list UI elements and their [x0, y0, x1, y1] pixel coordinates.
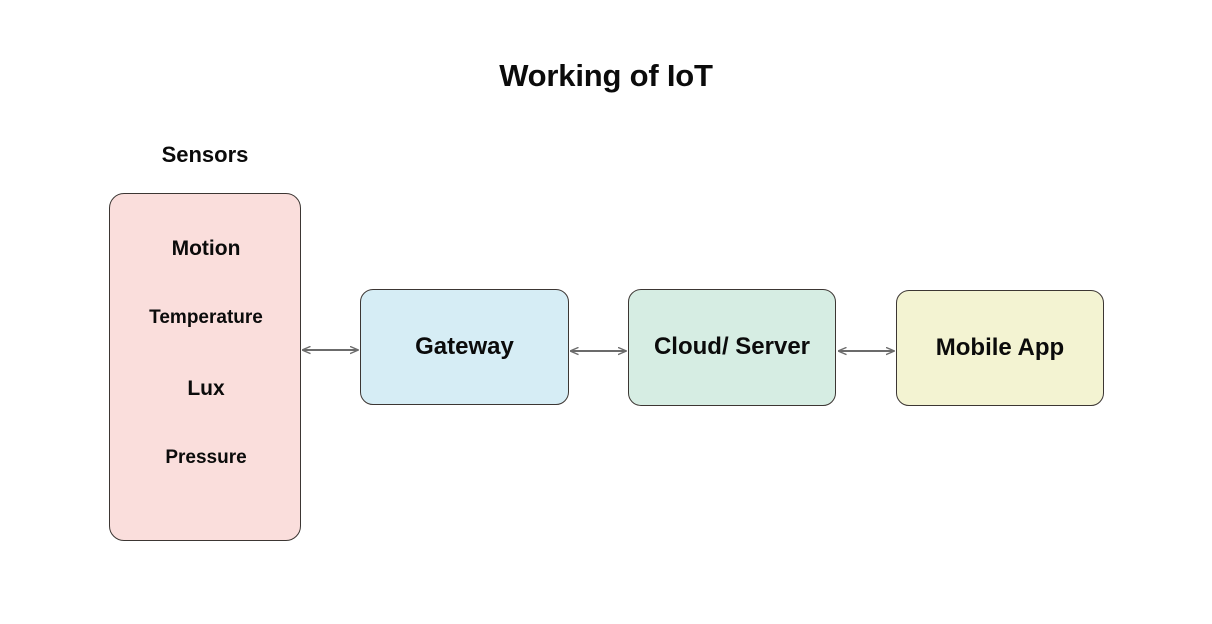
- cloud-server-node[interactable]: Cloud/ Server: [628, 289, 836, 406]
- sensor-item-motion: Motion: [171, 237, 241, 260]
- sensors-box[interactable]: Motion Temperature Lux Pressure: [109, 193, 301, 541]
- gateway-node[interactable]: Gateway: [360, 289, 569, 405]
- cloud-server-node-label: Cloud/ Server: [653, 333, 811, 361]
- mobile-app-node-label: Mobile App: [935, 333, 1065, 361]
- sensor-item-temperature: Temperature: [149, 307, 263, 328]
- mobile-app-node[interactable]: Mobile App: [896, 290, 1104, 406]
- gateway-node-label: Gateway: [415, 332, 514, 360]
- sensors-group-label: Sensors: [161, 142, 249, 167]
- page-title: Working of IoT: [499, 58, 713, 93]
- sensor-item-pressure: Pressure: [165, 447, 247, 468]
- sensor-item-lux: Lux: [187, 377, 225, 400]
